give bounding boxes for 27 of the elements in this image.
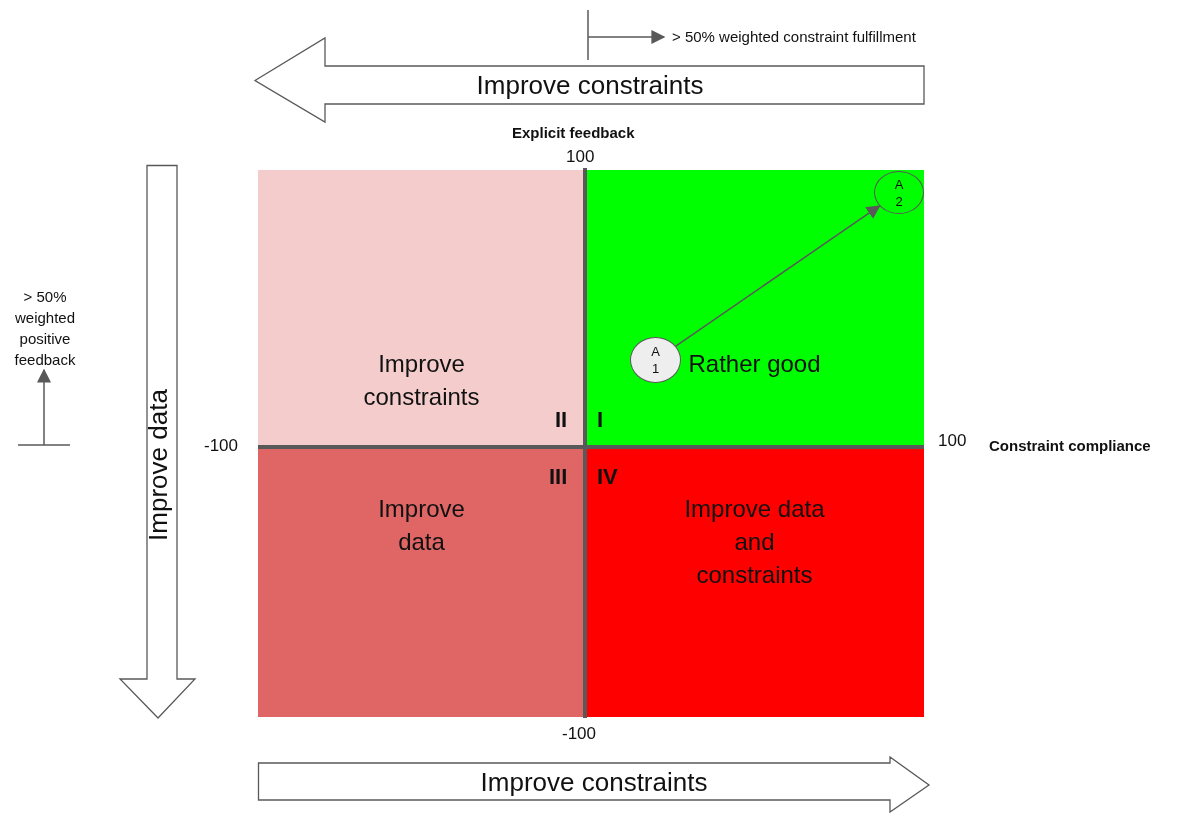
quadrant-numeral: II [555, 407, 568, 433]
quadrant-label: Improve data [377, 494, 466, 557]
axis-title: Explicit feedback [512, 124, 635, 141]
tick-label: 100 [566, 147, 595, 167]
block-arrow [258, 757, 930, 813]
quadrant-label: Improve constraints [362, 349, 481, 412]
quadrant-numeral: III [549, 464, 568, 490]
arrow-label: Improve constraints [479, 766, 709, 798]
tick-label: 100 [938, 431, 967, 451]
note-text: > 50% weighted positive feedback [13, 287, 77, 370]
quadrant-panel [585, 170, 924, 447]
quadrant-label: Improve data and constraints [683, 494, 826, 590]
tick-label: -100 [204, 436, 239, 456]
tick-label: -100 [562, 724, 597, 744]
arrow [675, 205, 881, 347]
quadrant-numeral: IV [597, 464, 618, 490]
quadrant-panel [258, 170, 585, 447]
quadrant-label: Rather good [687, 349, 822, 379]
quadrant-numeral: I [597, 407, 604, 433]
arrow-label: Improve data [142, 389, 174, 541]
arrow-label: Improve constraints [475, 70, 705, 101]
note-text: > 50% weighted constraint fulfillment [672, 28, 916, 45]
quadrant-panel [585, 447, 924, 717]
block-arrow [120, 165, 196, 719]
circle-node: A 1 [630, 337, 681, 383]
quadrant-panel [258, 447, 585, 717]
axis-title: Constraint compliance [989, 437, 1151, 454]
